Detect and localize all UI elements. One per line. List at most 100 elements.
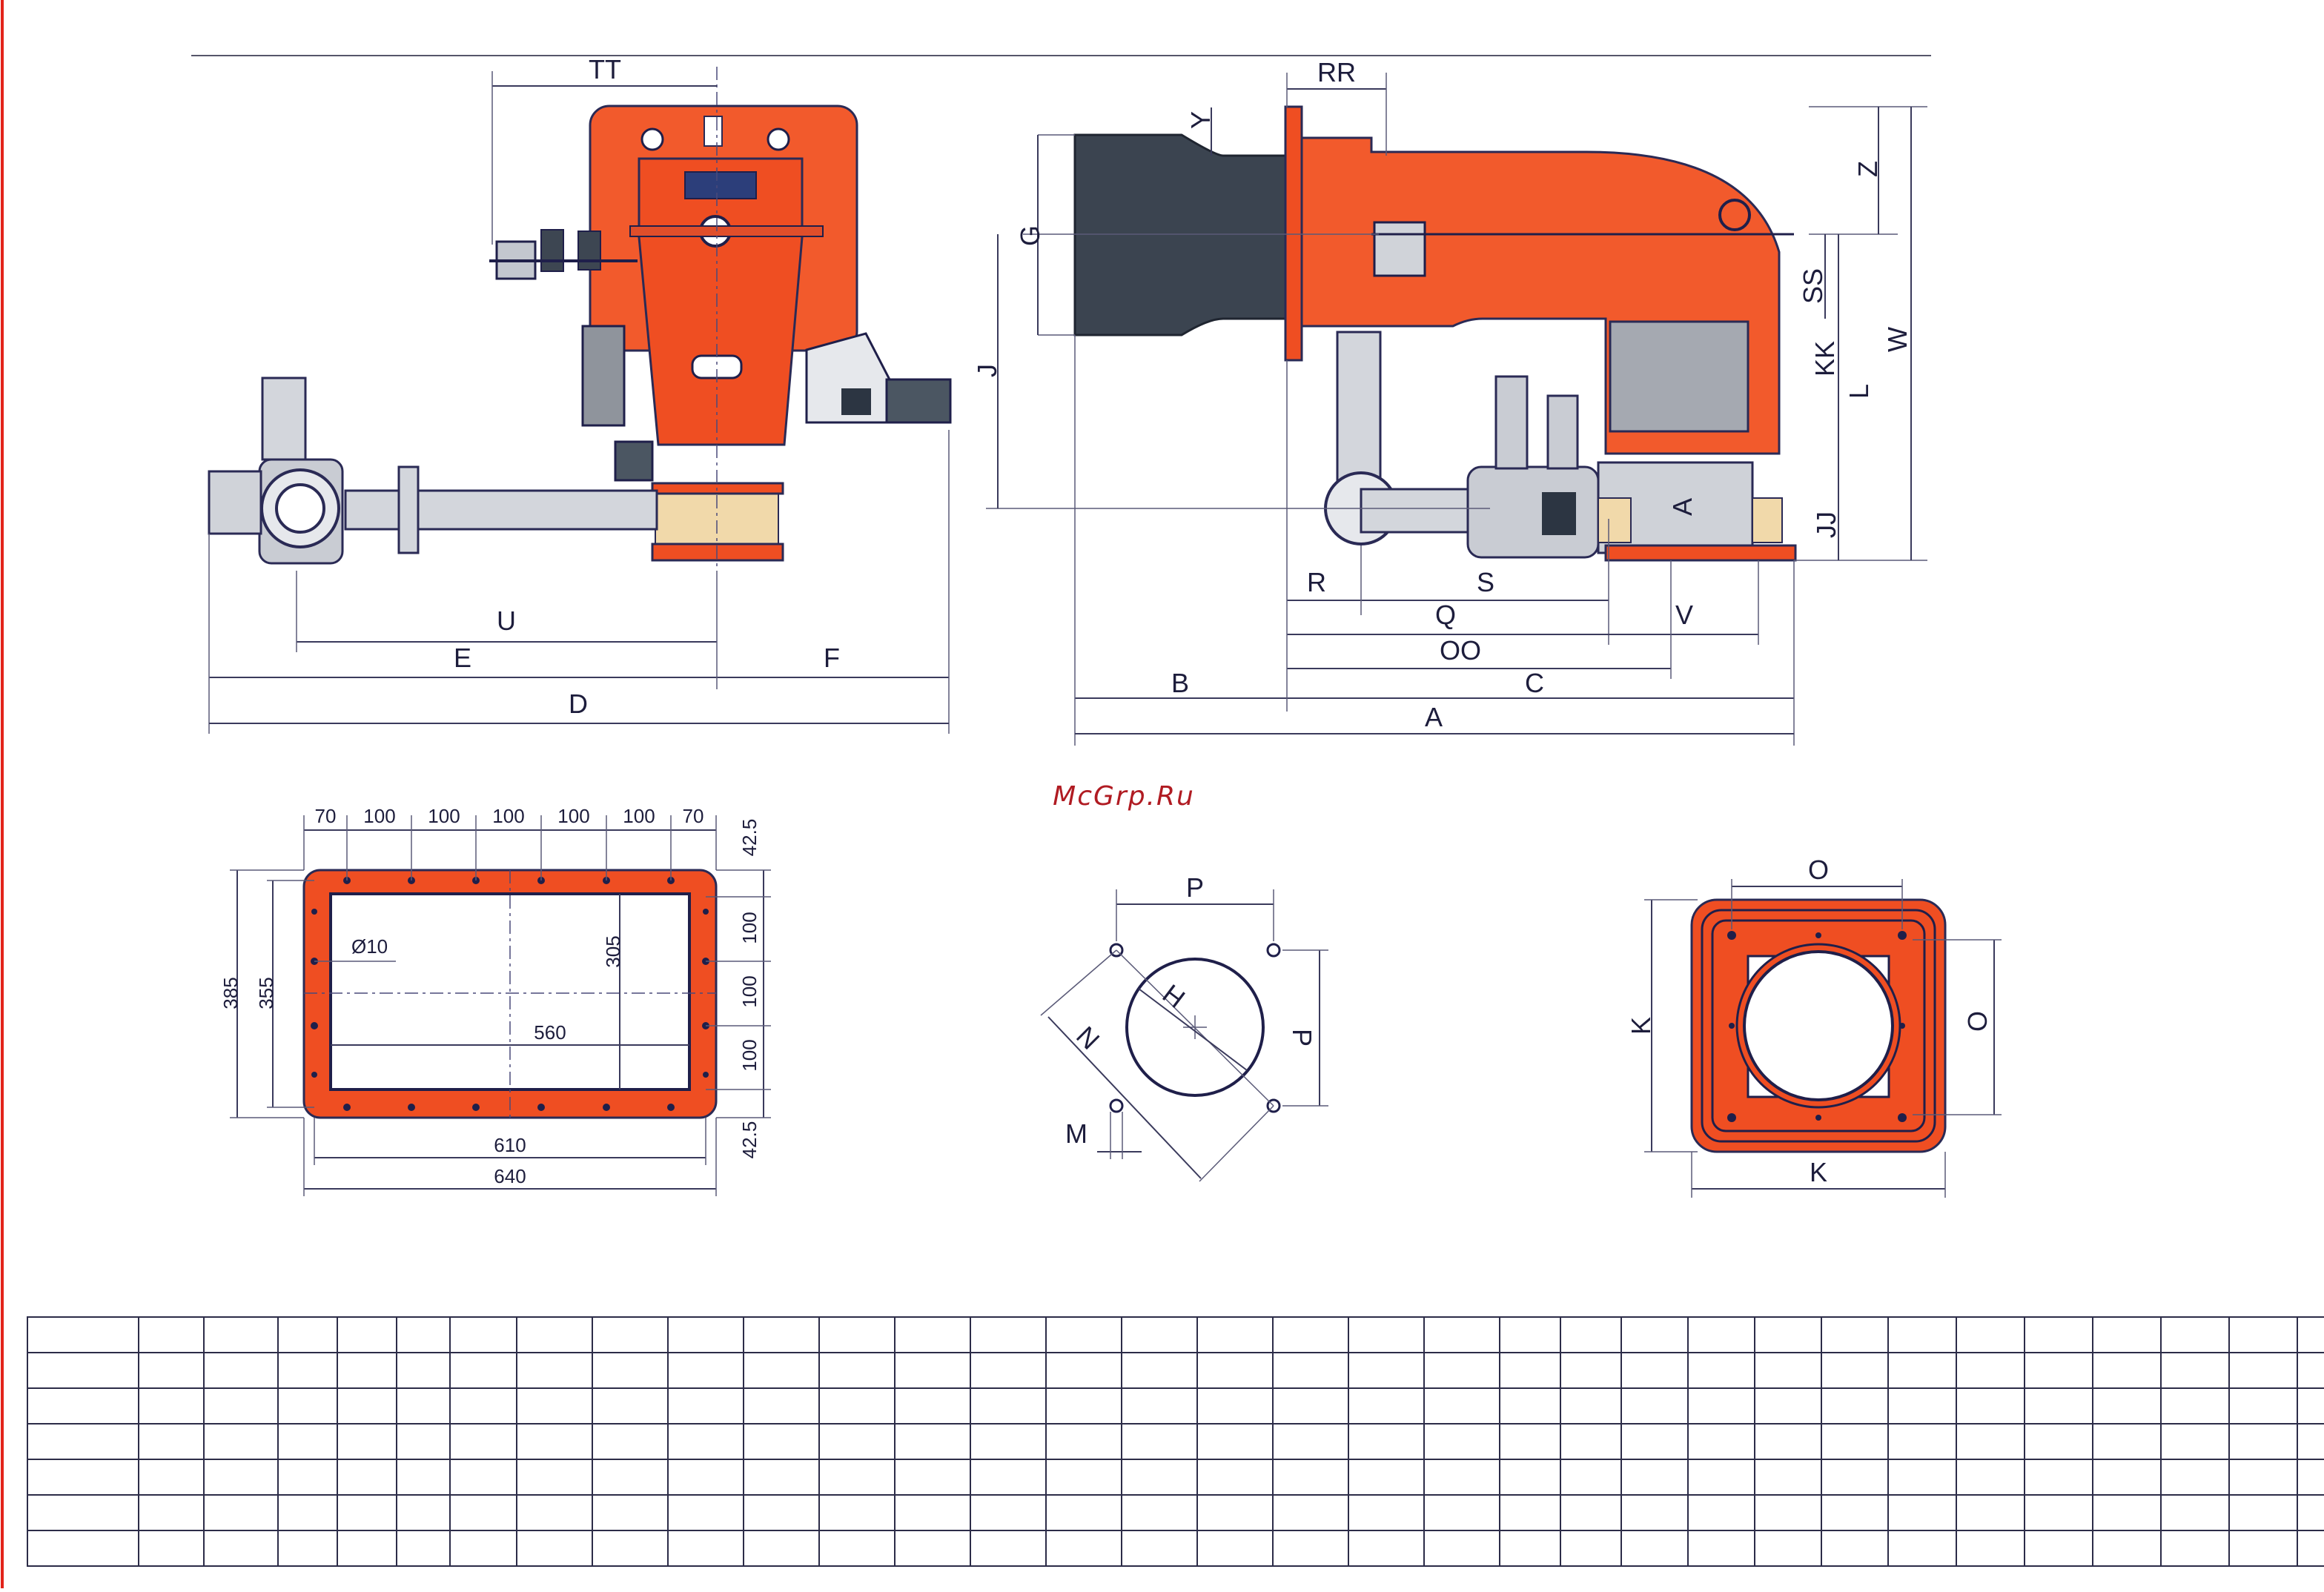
flange-top-spacing-4: 100 xyxy=(492,805,524,827)
table-cell xyxy=(1423,1352,1500,1389)
dim-label-L: L xyxy=(1844,384,1874,399)
table-cell xyxy=(743,1316,820,1353)
table-cell xyxy=(894,1352,971,1389)
table-cell xyxy=(1196,1530,1274,1567)
table-cell xyxy=(1821,1352,1889,1389)
table-cell xyxy=(1348,1459,1425,1496)
table-cell xyxy=(2228,1494,2298,1531)
table-cell xyxy=(667,1316,744,1353)
side-control-box xyxy=(581,325,626,427)
table-cell xyxy=(1687,1387,1755,1424)
dim-label-C: C xyxy=(1525,668,1544,698)
table-cell xyxy=(2092,1387,2162,1424)
table-cell xyxy=(449,1352,517,1389)
dim-label-Z: Z xyxy=(1853,161,1883,177)
table-cell xyxy=(2160,1423,2230,1460)
table-cell xyxy=(1196,1352,1274,1389)
table-row xyxy=(27,1352,2324,1389)
bolt-label-M: M xyxy=(1065,1118,1087,1149)
table-cell xyxy=(970,1423,1047,1460)
table-cell xyxy=(1754,1352,1822,1389)
table-cell xyxy=(337,1459,397,1496)
table-cell xyxy=(1821,1316,1889,1353)
table-cell xyxy=(1620,1387,1689,1424)
table-cell xyxy=(1272,1352,1349,1389)
bolt-label-P-top: P xyxy=(1186,872,1204,903)
table-row xyxy=(27,1423,2324,1460)
table-cell xyxy=(1272,1459,1349,1496)
table-cell xyxy=(516,1316,593,1353)
table-cell xyxy=(396,1459,451,1496)
table-cell xyxy=(894,1423,971,1460)
table-cell xyxy=(592,1316,669,1353)
table-cell xyxy=(1348,1387,1425,1424)
bolt-label-P-side: P xyxy=(1287,1029,1317,1047)
table-cell xyxy=(1499,1530,1561,1567)
table-cell xyxy=(337,1530,397,1567)
table-cell xyxy=(1687,1530,1755,1567)
table-cell xyxy=(970,1494,1047,1531)
flange-top-spacing-6: 100 xyxy=(623,805,655,827)
table-cell xyxy=(2160,1530,2230,1567)
table-cell xyxy=(1121,1316,1198,1353)
table-cell xyxy=(1956,1459,2025,1496)
table-cell xyxy=(27,1352,139,1389)
table-cell xyxy=(1687,1423,1755,1460)
flange-top-spacing-1: 70 xyxy=(315,805,337,827)
table-cell xyxy=(1687,1494,1755,1531)
table-cell xyxy=(138,1316,205,1353)
table-cell xyxy=(2228,1316,2298,1353)
table-cell xyxy=(203,1387,279,1424)
table-cell xyxy=(1887,1352,1957,1389)
table-cell xyxy=(2024,1316,2093,1353)
table-cell xyxy=(2297,1423,2324,1460)
table-cell xyxy=(1272,1494,1349,1531)
table-cell xyxy=(1620,1316,1689,1353)
table-cell xyxy=(396,1530,451,1567)
table-cell xyxy=(396,1387,451,1424)
flange-right-spacing-3: 100 xyxy=(738,975,761,1007)
table-cell xyxy=(894,1459,971,1496)
table-cell xyxy=(2228,1423,2298,1460)
table-cell xyxy=(1196,1423,1274,1460)
dim-label-J: J xyxy=(972,364,1002,377)
dim-label-W: W xyxy=(1882,327,1913,352)
table-cell xyxy=(1196,1387,1274,1424)
table-cell xyxy=(277,1352,338,1389)
dim-label-RR: RR xyxy=(1317,57,1356,87)
front-cover-plate xyxy=(1609,320,1749,433)
table-cell xyxy=(1272,1423,1349,1460)
front-mounting-flange xyxy=(1284,105,1303,362)
flange-top-spacing-2: 100 xyxy=(363,805,395,827)
dim-label-S: S xyxy=(1477,567,1494,597)
table-cell xyxy=(1121,1494,1198,1531)
dim-label-U: U xyxy=(497,606,516,636)
table-cell xyxy=(1956,1423,2025,1460)
table-cell xyxy=(277,1494,338,1531)
table-cell xyxy=(337,1352,397,1389)
table-cell xyxy=(1687,1352,1755,1389)
table-cell xyxy=(1196,1459,1274,1496)
flange-plate-dimensions: 70 100 100 100 100 100 70 42.5 100 100 1… xyxy=(219,805,771,1196)
table-cell xyxy=(1045,1387,1122,1424)
side-servo-motor xyxy=(885,378,952,424)
table-cell xyxy=(1754,1530,1822,1567)
table-cell xyxy=(1560,1530,1622,1567)
table-cell xyxy=(818,1494,895,1531)
table-cell xyxy=(1821,1494,1889,1531)
table-cell xyxy=(1423,1494,1500,1531)
table-cell xyxy=(203,1494,279,1531)
flange-inner-width: 560 xyxy=(534,1021,566,1044)
table-cell xyxy=(1121,1530,1198,1567)
table-cell xyxy=(1499,1459,1561,1496)
table-cell xyxy=(2024,1423,2093,1460)
table-cell xyxy=(1560,1494,1622,1531)
table-cell xyxy=(449,1316,517,1353)
table-cell xyxy=(2297,1530,2324,1567)
table-cell xyxy=(2024,1387,2093,1424)
table-cell xyxy=(743,1530,820,1567)
table-cell xyxy=(449,1459,517,1496)
table-cell xyxy=(1272,1530,1349,1567)
table-cell xyxy=(1423,1316,1500,1353)
table-cell xyxy=(1196,1494,1274,1531)
